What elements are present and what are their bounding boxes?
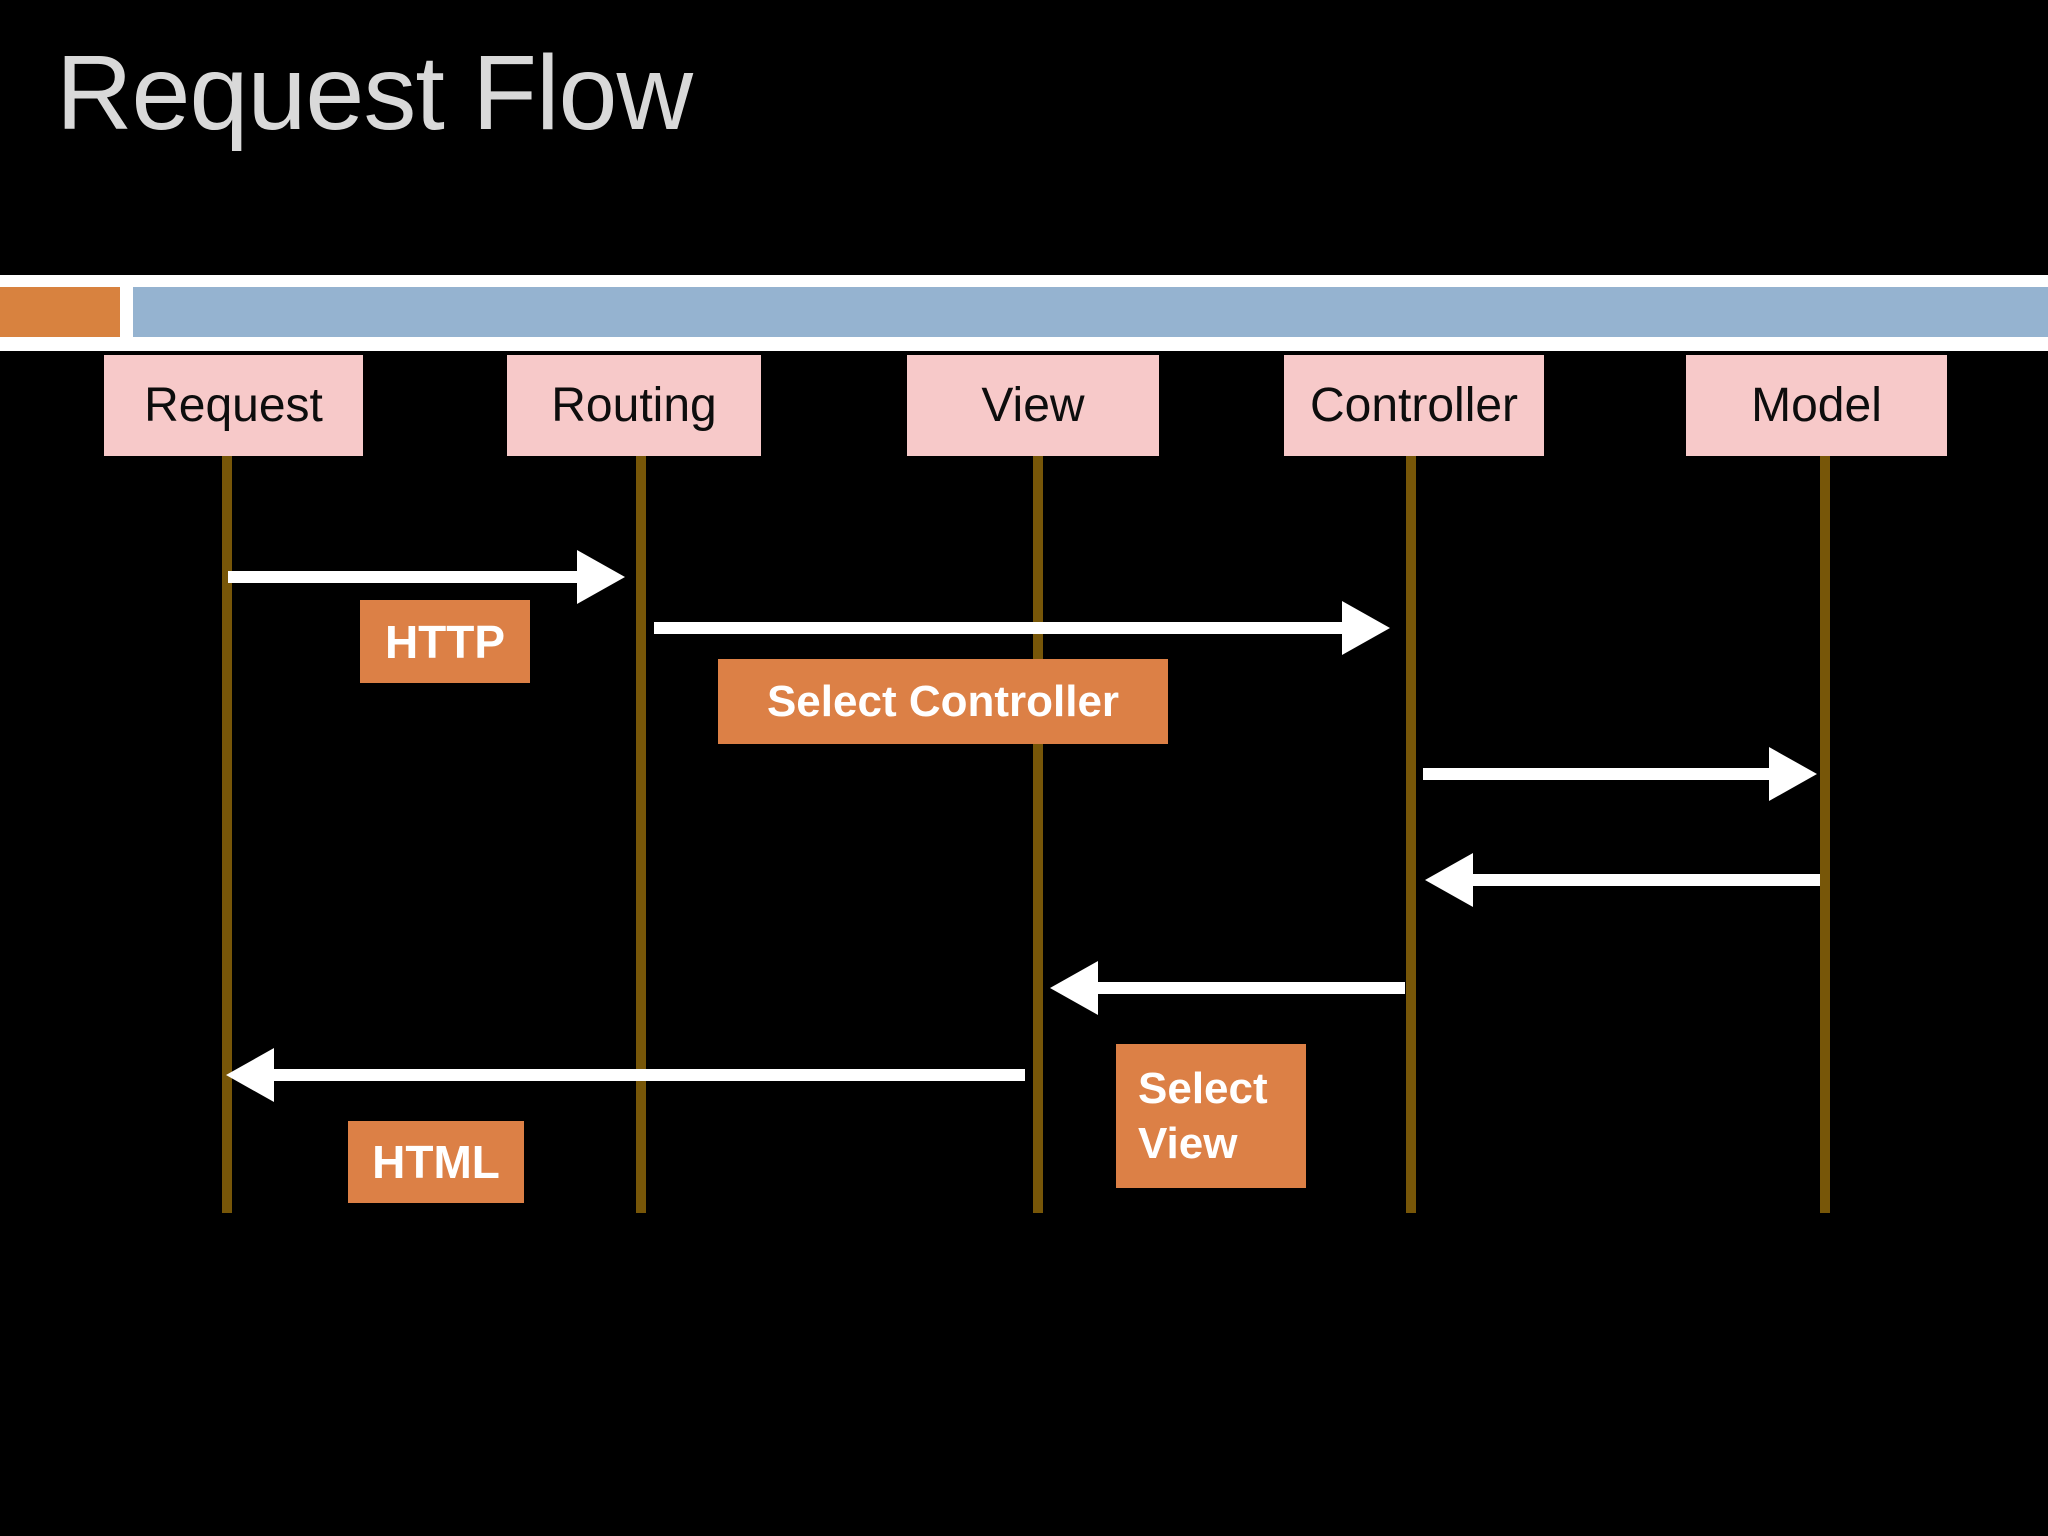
page-title: Request Flow bbox=[56, 34, 693, 152]
arrowhead-right-icon bbox=[1769, 747, 1817, 801]
message-label-html-text: HTML bbox=[372, 1136, 500, 1188]
arrowhead-left-icon bbox=[226, 1048, 274, 1102]
arrowhead-right-icon bbox=[1342, 601, 1390, 655]
actor-box-controller: Controller bbox=[1284, 355, 1544, 456]
arrowhead-right-icon bbox=[577, 550, 625, 604]
lifeline-view bbox=[1033, 456, 1043, 1213]
message-label-select-view-line1: Select bbox=[1138, 1064, 1268, 1113]
arrow-controller-to-view bbox=[1098, 982, 1405, 994]
message-label-select-view-line2: View bbox=[1138, 1119, 1238, 1168]
message-label-html: HTML bbox=[348, 1121, 524, 1203]
arrow-view-to-request bbox=[274, 1069, 1025, 1081]
arrowhead-left-icon bbox=[1050, 961, 1098, 1015]
actor-box-model: Model bbox=[1686, 355, 1947, 456]
actor-label-controller: Controller bbox=[1309, 379, 1519, 432]
actor-box-request: Request bbox=[104, 355, 363, 456]
arrow-controller-to-model bbox=[1423, 768, 1769, 780]
actor-label-request: Request bbox=[144, 379, 323, 432]
arrow-routing-to-controller bbox=[654, 622, 1342, 634]
actor-box-routing: Routing bbox=[507, 355, 761, 456]
message-label-select-view: Select View bbox=[1116, 1044, 1306, 1188]
lifeline-request bbox=[222, 456, 232, 1213]
arrow-model-to-controller bbox=[1473, 874, 1820, 886]
message-label-select-controller-text: Select Controller bbox=[766, 676, 1120, 726]
actor-label-model: Model bbox=[1751, 379, 1882, 432]
actor-label-routing: Routing bbox=[551, 379, 717, 432]
lifeline-controller bbox=[1406, 456, 1416, 1213]
lifeline-routing bbox=[636, 456, 646, 1213]
header-band-blue-bar bbox=[133, 287, 2048, 337]
header-band-accent-square bbox=[0, 287, 120, 337]
actor-label-view: View bbox=[981, 379, 1085, 432]
header-band bbox=[0, 275, 2048, 351]
arrow-request-to-routing bbox=[228, 571, 577, 583]
actor-box-view: View bbox=[907, 355, 1159, 456]
arrowhead-left-icon bbox=[1425, 853, 1473, 907]
message-label-select-controller: Select Controller bbox=[718, 659, 1168, 744]
message-label-http: HTTP bbox=[360, 600, 530, 683]
message-label-http-text: HTTP bbox=[384, 615, 506, 668]
lifeline-model bbox=[1820, 456, 1830, 1213]
